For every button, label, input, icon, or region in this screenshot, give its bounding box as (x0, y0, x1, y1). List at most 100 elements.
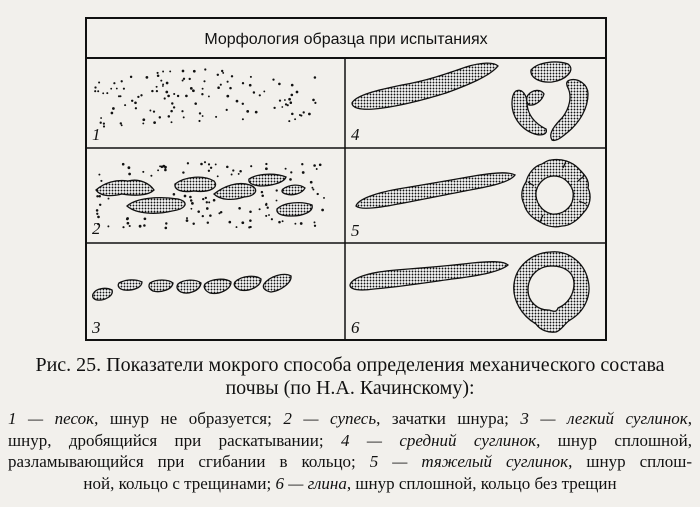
soil-dot (160, 165, 164, 169)
soil-dot (128, 172, 131, 176)
soil-dot (165, 90, 169, 94)
cell-number-2: 2 (92, 219, 101, 238)
soil-dot (95, 209, 99, 212)
legend-text: , зачатки шнура; (376, 409, 521, 428)
soil-dot (209, 214, 212, 217)
legend-item-5: 5 — тяжелый суглинок (369, 452, 569, 471)
soil-dot (313, 164, 316, 167)
soil-dot (165, 81, 169, 85)
soil-dot (162, 83, 165, 86)
soil-dot (164, 168, 167, 172)
soil-dot (241, 82, 245, 85)
soil-dot (241, 221, 245, 225)
soil-dot (201, 115, 204, 117)
soil-dot (96, 195, 99, 198)
legend-item-1: 1 — песок (8, 409, 95, 428)
legend-text: , шнур сплошной, кольцо без трещин (346, 473, 617, 493)
soil-dot (226, 165, 229, 169)
soil-dot (194, 102, 197, 105)
medium-loam-broken-ring (511, 61, 589, 142)
soil-dot (149, 109, 152, 112)
soil-dot (181, 69, 185, 73)
soil-dot (302, 111, 305, 114)
soil-dot (162, 70, 165, 73)
soil-dot (286, 104, 289, 107)
soil-dot (270, 218, 273, 221)
soil-dot (157, 169, 160, 172)
soil-dot (216, 73, 220, 77)
soil-dot (150, 174, 153, 177)
soil-dot (192, 222, 195, 226)
soil-dot (143, 224, 146, 227)
soil-dot (281, 220, 284, 223)
soil-dot (189, 199, 193, 202)
clay-cord (349, 261, 509, 291)
soil-dot (158, 116, 162, 119)
legend-text: , шнур не образуется; (94, 409, 284, 428)
sandy-loam-blobs (95, 173, 313, 217)
soil-dot (140, 94, 143, 97)
soil-dot (315, 168, 318, 170)
legend-item-6: 6 — глина (275, 473, 347, 493)
soil-dot (249, 75, 252, 78)
soil-dot (205, 207, 209, 210)
soil-dot (241, 102, 245, 106)
soil-dot (120, 124, 123, 127)
soil-dot (208, 201, 211, 204)
soil-dot (241, 118, 244, 121)
soil-dot (94, 90, 97, 93)
soil-dot (249, 210, 252, 213)
soil-dot (273, 106, 276, 110)
soil-dot (283, 99, 286, 101)
soil-dot (228, 220, 232, 224)
soil-dot (275, 199, 278, 202)
cell-number-5: 5 (351, 221, 360, 240)
soil-dot (186, 217, 188, 220)
legend-text: разламывающийся при сгибании в кольцо; (8, 452, 370, 471)
soil-dot (248, 83, 252, 87)
soil-dot (145, 76, 149, 79)
soil-dot (265, 162, 268, 166)
soil-dot (181, 110, 184, 113)
legend-item-3: 3 — легкий суглинок (520, 409, 688, 428)
soil-dot (129, 75, 133, 79)
soil-dot (97, 215, 100, 219)
soil-dot (313, 221, 316, 224)
medium-loam-cord (351, 62, 499, 110)
soil-dot (173, 92, 176, 96)
soil-dot (185, 94, 188, 98)
soil-dot (119, 122, 122, 125)
legend-line-3: разламывающийся при сгибании в кольцо; 5… (8, 451, 692, 473)
soil-dot (163, 97, 166, 100)
soil-dot (290, 93, 294, 97)
soil-dot (311, 186, 314, 189)
soil-dot (99, 121, 102, 124)
soil-dot (219, 210, 223, 214)
soil-dot (313, 224, 317, 227)
soil-dot (260, 190, 264, 194)
soil-dot (291, 112, 294, 116)
soil-dot (119, 95, 122, 98)
soil-dot (298, 114, 301, 116)
soil-dot (235, 226, 238, 229)
soil-dot (207, 95, 210, 98)
soil-dot (124, 104, 127, 107)
soil-dot (152, 110, 156, 113)
legend-item-4: 4 — средний суглинок (340, 430, 537, 450)
soil-dot (100, 117, 103, 119)
soil-dot (264, 203, 268, 207)
soil-dot (183, 194, 187, 198)
soil-dot (106, 92, 109, 95)
clay-intact-ring (513, 251, 590, 333)
soil-dot (160, 79, 163, 82)
soil-dot (237, 172, 240, 175)
soil-dot (170, 121, 173, 124)
soil-dot (278, 220, 281, 224)
soil-dot (172, 106, 176, 109)
soil-dot (137, 95, 140, 99)
soil-dot (107, 197, 110, 200)
soil-dot (117, 95, 121, 98)
soil-dot (288, 97, 291, 101)
soil-dot (122, 87, 125, 90)
heavy-loam-cracked-ring (521, 158, 591, 228)
